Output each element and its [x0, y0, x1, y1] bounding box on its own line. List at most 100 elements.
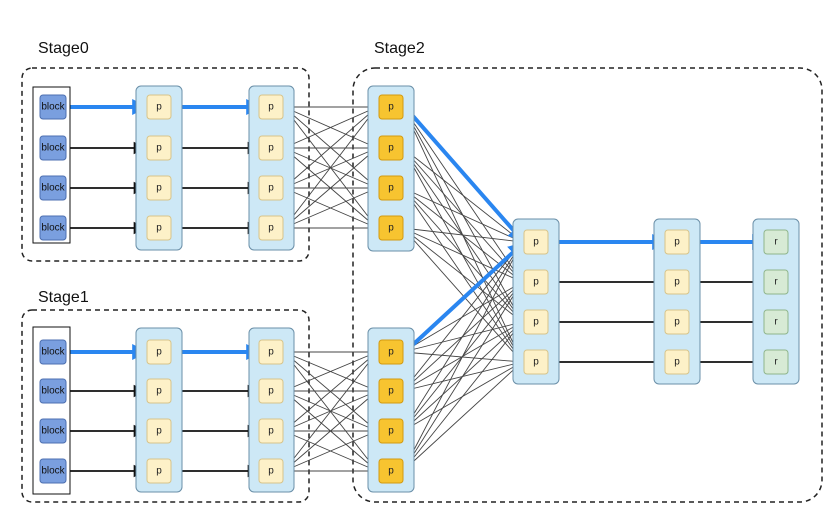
- s1-blocks-block-1: [39, 378, 67, 404]
- s2-o-bot-node-2: [378, 418, 404, 444]
- s1-p2-node-label-1: p: [268, 386, 274, 397]
- s2-p-node-2: [664, 309, 690, 335]
- s2-merge-node-label-0: p: [533, 237, 539, 248]
- s1-p1-node-label-0: p: [156, 347, 162, 358]
- s2-result-node-label-1: r: [774, 277, 778, 288]
- edge-x-top-3-2: [283, 187, 378, 229]
- s1-p2-node-label-3: p: [268, 466, 274, 477]
- s2-o-top-node-label-3: p: [388, 223, 394, 234]
- s0-blocks-block-label-2: block: [41, 183, 65, 194]
- edge-merge-7-1: [402, 281, 523, 472]
- s2-o-top-node-3: [378, 215, 404, 241]
- s2-p-node-label-2: p: [674, 317, 680, 328]
- edge-merge-5-0: [402, 241, 523, 392]
- s0-p2-node-label-1: p: [268, 143, 274, 154]
- s1-blocks-block-label-3: block: [41, 466, 65, 477]
- s0-p1-node-2: [146, 175, 172, 201]
- s1-p2-node-2: [258, 418, 284, 444]
- edge-merge-7-0: [402, 241, 523, 472]
- edge-x-top-2-0: [283, 106, 378, 189]
- s0-p2-node-1: [258, 135, 284, 161]
- s2-p-column: [653, 218, 701, 385]
- s2-o-bot-node-1: [378, 378, 404, 404]
- s2-result-node-3: [763, 349, 789, 375]
- s2-o-top-node-2: [378, 175, 404, 201]
- s0-p2-node-3: [258, 215, 284, 241]
- edge-merge-3-0: [402, 227, 523, 245]
- s2-merge-column: [512, 218, 560, 385]
- s0-p2-column: [248, 85, 295, 251]
- nodes-layer: blockblockblockblockblockblockblockblock…: [32, 85, 800, 495]
- s2-o-top-node-1: [378, 135, 404, 161]
- s1-p2-node-3: [258, 458, 284, 484]
- s2-o-bot-node-label-0: p: [388, 347, 394, 358]
- edge-merge-blue-top: [403, 105, 525, 243]
- s1-p2-node-label-0: p: [268, 347, 274, 358]
- edge-x-bot-3-2: [283, 430, 378, 472]
- edge-merge-7-3: [402, 361, 523, 472]
- stage2-box: [352, 67, 823, 503]
- s1-p1-node-0: [146, 339, 172, 365]
- stage1-box: [21, 309, 310, 503]
- s2-result-node-label-3: r: [774, 357, 778, 368]
- s2-merge-node-label-3: p: [533, 357, 539, 368]
- edge-merge-blue-bot: [403, 241, 525, 354]
- edge-x-bot-3-0: [283, 351, 378, 472]
- s0-p1-node-label-3: p: [156, 223, 162, 234]
- s1-p2-node-1: [258, 378, 284, 404]
- s2-result-node-label-0: r: [774, 237, 778, 248]
- s2-p-node-0: [664, 229, 690, 255]
- s1-p1-node-2: [146, 418, 172, 444]
- s2-o-top-column: [367, 85, 415, 252]
- s0-blocks-block-3: [39, 215, 67, 241]
- edge-merge-6-0: [402, 241, 523, 432]
- stage1-label: Stage1: [38, 289, 89, 306]
- edge-merge-3-2: [402, 227, 523, 323]
- s2-o-bot-node-label-2: p: [388, 426, 394, 437]
- s0-p1-node-0: [146, 94, 172, 120]
- s2-o-top-node-0: [378, 94, 404, 120]
- s1-blocks-block-label-0: block: [41, 347, 65, 358]
- s2-result-node-1: [763, 269, 789, 295]
- s0-p1-node-label-2: p: [156, 183, 162, 194]
- s2-o-bot-node-0: [378, 339, 404, 365]
- s2-merge-node-3: [523, 349, 549, 375]
- s1-p1-node-label-2: p: [156, 426, 162, 437]
- edge-merge-2-0: [402, 187, 523, 243]
- s1-p2-node-0: [258, 339, 284, 365]
- s2-o-top-node-label-1: p: [388, 143, 394, 154]
- s2-p-node-label-3: p: [674, 357, 680, 368]
- s2-o-top-node-label-2: p: [388, 183, 394, 194]
- s0-p1-node-label-0: p: [156, 102, 162, 113]
- s0-p2-node-0: [258, 94, 284, 120]
- s2-p-node-label-1: p: [674, 277, 680, 288]
- s0-blocks-block-0: [39, 94, 67, 120]
- s2-merge-node-label-1: p: [533, 277, 539, 288]
- edge-x-top-1-0: [283, 106, 378, 149]
- s0-blocks-block-2: [39, 175, 67, 201]
- s2-merge-node-2: [523, 309, 549, 335]
- edge-x-bot-1-0: [283, 351, 378, 392]
- edge-x-top-3-0: [283, 106, 378, 229]
- s0-p2-node-2: [258, 175, 284, 201]
- s2-merge-node-label-2: p: [533, 317, 539, 328]
- s2-o-top-node-label-0: p: [388, 102, 394, 113]
- s0-p1-node-3: [146, 215, 172, 241]
- s1-p1-node-label-1: p: [156, 386, 162, 397]
- s1-p2-column: [248, 327, 295, 493]
- stage0-label: Stage0: [38, 40, 89, 57]
- s1-blocks-block-label-1: block: [41, 386, 65, 397]
- edge-merge-1-0: [402, 147, 523, 243]
- s2-o-bot-node-label-1: p: [388, 386, 394, 397]
- edge-x-bot-2-0: [283, 351, 378, 432]
- s0-p1-node-1: [146, 135, 172, 161]
- s1-blocks-block-3: [39, 458, 67, 484]
- stage2-label: Stage2: [374, 40, 425, 57]
- s2-result-node-2: [763, 309, 789, 335]
- s0-p2-node-label-2: p: [268, 183, 274, 194]
- s1-blocks-block-0: [39, 339, 67, 365]
- s0-blocks-block-label-0: block: [41, 102, 65, 113]
- edge-x-bot-3-1: [283, 390, 378, 472]
- s2-p-node-label-0: p: [674, 237, 680, 248]
